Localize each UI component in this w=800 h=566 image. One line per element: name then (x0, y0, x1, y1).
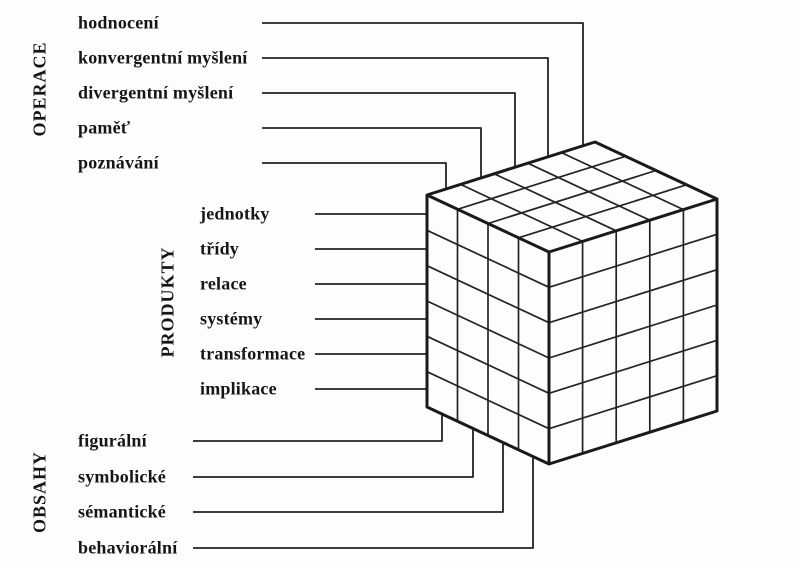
label-jednotky: jednotky (200, 203, 270, 224)
connector-semanticke (193, 443, 504, 513)
axis-title-produkty: PRODUKTY (157, 246, 178, 358)
label-semanticke: sémantické (78, 501, 166, 522)
label-figuralni: figurální (78, 430, 147, 451)
label-relace: relace (200, 273, 247, 294)
connector-figuralni (193, 414, 443, 442)
grid-top-ct-3 (518, 183, 687, 239)
grid-left-r-5 (426, 370, 550, 430)
grid-left-r-3 (426, 300, 550, 359)
grid-right-r-4 (548, 339, 718, 395)
grid-left-r-1 (426, 229, 550, 289)
connector-pamet (262, 127, 482, 178)
grid-right-r-2 (548, 268, 718, 324)
grid-left-r-2 (426, 264, 550, 324)
cube-grid-lines (426, 151, 718, 454)
cube-edges (425, 140, 719, 466)
connector-poznavani (262, 162, 447, 189)
axis-title-operace: OPERACE (29, 41, 50, 137)
label-behavioralni: behaviorální (78, 537, 178, 558)
label-divergentni-mysleni: divergentní myšlení (78, 82, 234, 103)
label-pamet: paměť (78, 117, 131, 138)
label-hodnoceni: hodnocení (78, 12, 159, 33)
label-transformace: transformace (200, 343, 306, 364)
label-symbolicke: symbolické (78, 466, 167, 487)
connector-divergentni-mysleni (262, 92, 516, 167)
connector-symbolicke (193, 429, 474, 478)
grid-top-ct-2 (487, 169, 657, 225)
label-systemy: systémy (200, 308, 263, 329)
connector-konvergentni-mysleni (262, 57, 549, 157)
produkty-connector-lines (315, 213, 427, 390)
operace-connector-lines (262, 22, 584, 189)
grid-left-r-4 (426, 335, 550, 395)
label-implikace: implikace (200, 378, 277, 399)
grid-right-r-3 (548, 304, 718, 359)
connector-behavioralni (193, 457, 534, 549)
cube-outline (425, 140, 719, 466)
label-tridy: třídy (200, 238, 239, 259)
label-poznavani: poznávání (78, 152, 159, 173)
axis-title-obsahy: OBSAHY (29, 450, 50, 534)
cube-body (427, 142, 717, 464)
cube-front-edges (426, 193, 718, 464)
grid-right-r-1 (548, 233, 718, 289)
connector-hodnoceni (262, 22, 584, 146)
grid-right-r-5 (548, 374, 718, 430)
obsahy-connector-lines (193, 414, 534, 549)
grid-top-ct-1 (457, 155, 626, 211)
label-konvergentni-mysleni: konvergentní myšlení (78, 47, 248, 68)
